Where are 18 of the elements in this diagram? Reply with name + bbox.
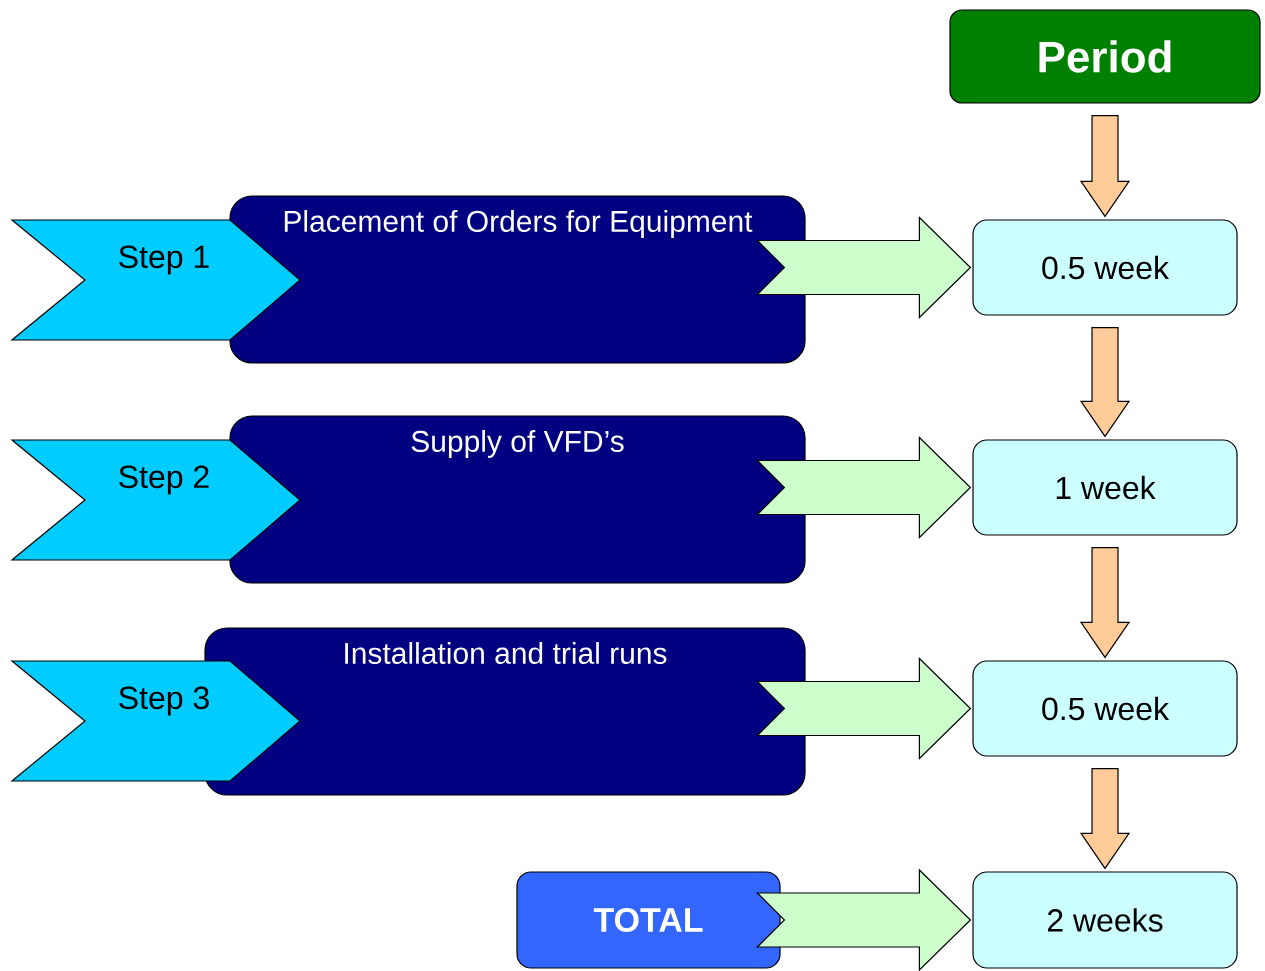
block-arrow <box>755 868 972 971</box>
duration-box: 0.5 week <box>972 660 1238 757</box>
block-arrow <box>755 436 972 539</box>
block-arrow <box>1079 547 1131 659</box>
total-box: TOTAL <box>516 871 781 969</box>
block-arrow <box>755 657 972 760</box>
task-box: Supply of VFD’s <box>229 415 806 584</box>
block-arrow <box>1079 115 1131 218</box>
block-arrow <box>755 216 972 319</box>
task-box: Placement of Orders for Equipment <box>229 195 806 364</box>
step-chevron: Step 3 <box>10 660 301 782</box>
header-box: Period <box>949 9 1261 104</box>
block-arrow <box>1079 327 1131 438</box>
duration-box: 0.5 week <box>972 219 1238 316</box>
duration-box: 1 week <box>972 439 1238 536</box>
step-chevron: Step 2 <box>10 439 301 561</box>
duration-box: 2 weeks <box>972 871 1238 969</box>
block-arrow <box>1079 768 1131 870</box>
